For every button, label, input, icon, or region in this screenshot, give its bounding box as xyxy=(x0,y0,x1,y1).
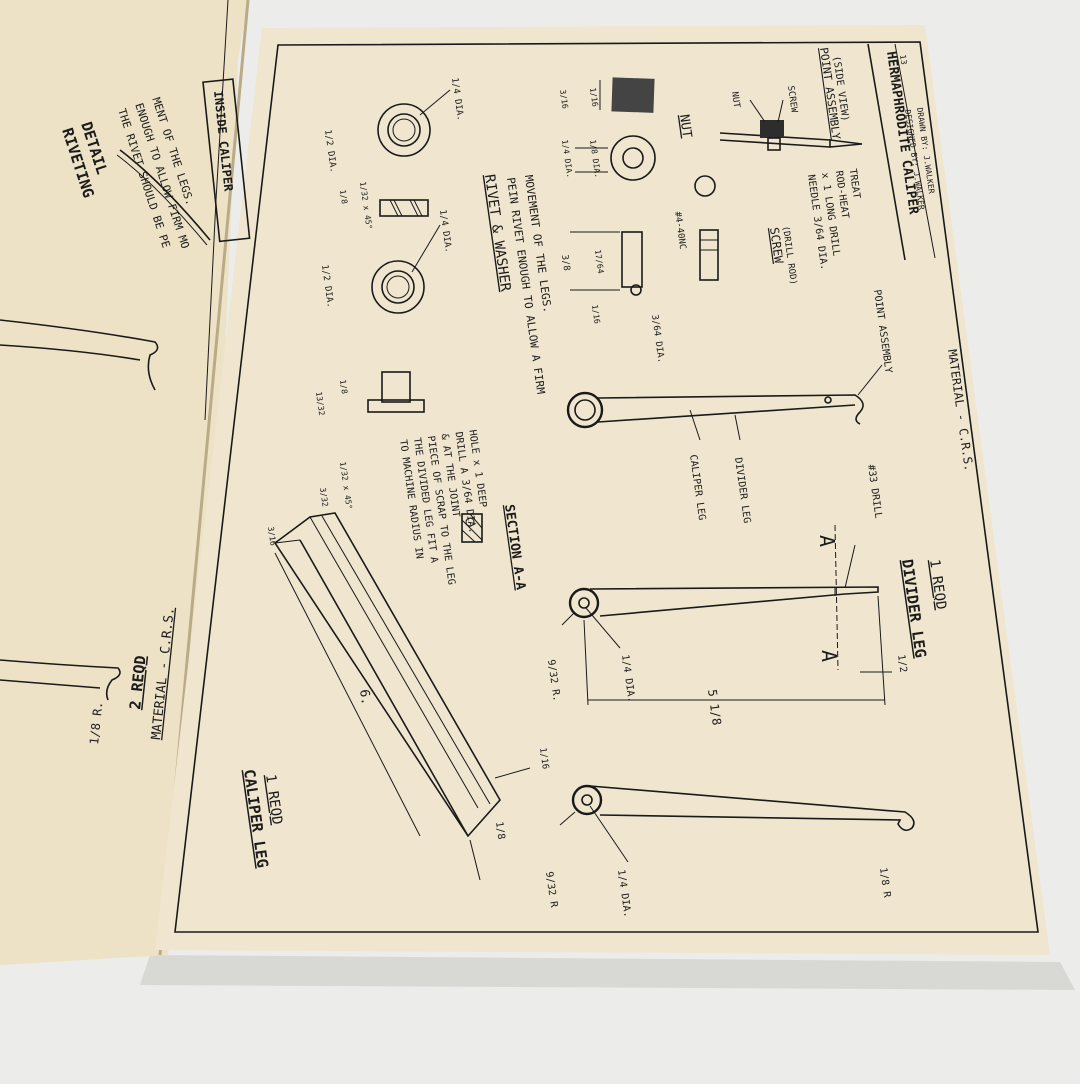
assembly-joint-inner xyxy=(574,399,596,421)
left-leg-upper xyxy=(0,319,159,391)
washer-inner-2 xyxy=(381,270,415,304)
stock-3-32: 3/32 xyxy=(318,487,330,508)
drawing-border xyxy=(174,41,1039,933)
nut-knurled-body xyxy=(611,77,655,113)
caliper-radius: 9/32 R xyxy=(543,871,559,909)
nut-label: NUT xyxy=(729,91,741,109)
stock-1-16: 1/16 xyxy=(537,747,550,770)
nut-dim-3-16: 3/16 xyxy=(558,89,570,110)
rw-13-32: 13/32 xyxy=(314,391,326,416)
leg-curve-1 xyxy=(119,149,211,241)
nut-knurl xyxy=(760,120,784,138)
stock-bar-drawing: 6. 3/16 3/32 1/16 1/8 xyxy=(266,487,550,881)
divider-joint xyxy=(568,587,600,619)
needle-note-4: TREAT xyxy=(847,168,862,199)
left-leg-lower xyxy=(0,659,121,701)
caliper-tip: 1/8 R xyxy=(877,867,892,899)
screw-end-view xyxy=(694,175,716,197)
washer-outer-2 xyxy=(371,260,425,314)
washer-side-view xyxy=(379,199,429,217)
nut-title: NUT xyxy=(676,113,694,139)
sheet-number: 13 xyxy=(898,54,908,65)
washer-inner-1 xyxy=(387,113,421,147)
nut-drawing: NUT 3/16 1/16 1/4 DIA. 1/8 DIA. xyxy=(558,77,694,181)
caliper-joint xyxy=(571,784,603,816)
inside-caliper-title-box xyxy=(202,78,251,243)
rivet-side-view xyxy=(367,371,425,413)
screw-dim-3-8: 3/8 xyxy=(559,254,571,271)
nut-dim-1-16: 1/16 xyxy=(588,87,600,108)
divider-length: 5 1/8 xyxy=(705,688,724,726)
screw-label: SCREW xyxy=(785,85,799,114)
divider-leg-qty: 1 REQD xyxy=(926,558,949,610)
screw-dim-1-16: 1/16 xyxy=(590,304,602,325)
caliper-leg-qty: 1 REQD xyxy=(262,773,285,825)
left-radius: 1/8 R. xyxy=(87,701,105,746)
screw-head xyxy=(767,137,781,151)
screw-dim-17-64: 17/64 xyxy=(593,249,605,274)
stock-bar-outline xyxy=(273,512,501,838)
assembly-divider-leg xyxy=(597,404,856,423)
divider-leg-drawing: A A #33 DRILL DIVIDER LEG 1 REQD 5 1/8 1… xyxy=(545,464,949,726)
leg-curve-2 xyxy=(116,154,208,246)
stock-length: 6. xyxy=(356,688,373,706)
rw-1-8: 1/8 xyxy=(338,379,349,395)
washer-outer-1 xyxy=(377,103,431,157)
divider-leg-outline xyxy=(589,586,879,617)
stock-3-16: 3/16 xyxy=(266,526,278,547)
section-mark-bottom: A xyxy=(817,650,841,662)
rw-eighth: 1/8 xyxy=(338,189,349,205)
assembly-caliper-leg xyxy=(597,394,864,425)
nut-circle-outer xyxy=(610,135,656,181)
screw-title: SCREW xyxy=(767,226,786,264)
nut-circle-inner xyxy=(622,147,644,169)
left-leg-upper-b xyxy=(0,344,141,361)
stock-1-8: 1/8 xyxy=(493,821,506,840)
section-mark-top: A xyxy=(815,535,839,547)
right-page xyxy=(155,25,1050,955)
screw-side xyxy=(699,229,719,281)
assembly-joint-outer xyxy=(566,391,604,429)
book-shadow xyxy=(140,955,1075,990)
divider-half: 1/2 xyxy=(895,654,908,673)
left-leg-lower-b xyxy=(0,679,101,689)
left-qty: 2 REQD xyxy=(126,655,150,711)
caliper-leg-outline xyxy=(589,785,915,832)
